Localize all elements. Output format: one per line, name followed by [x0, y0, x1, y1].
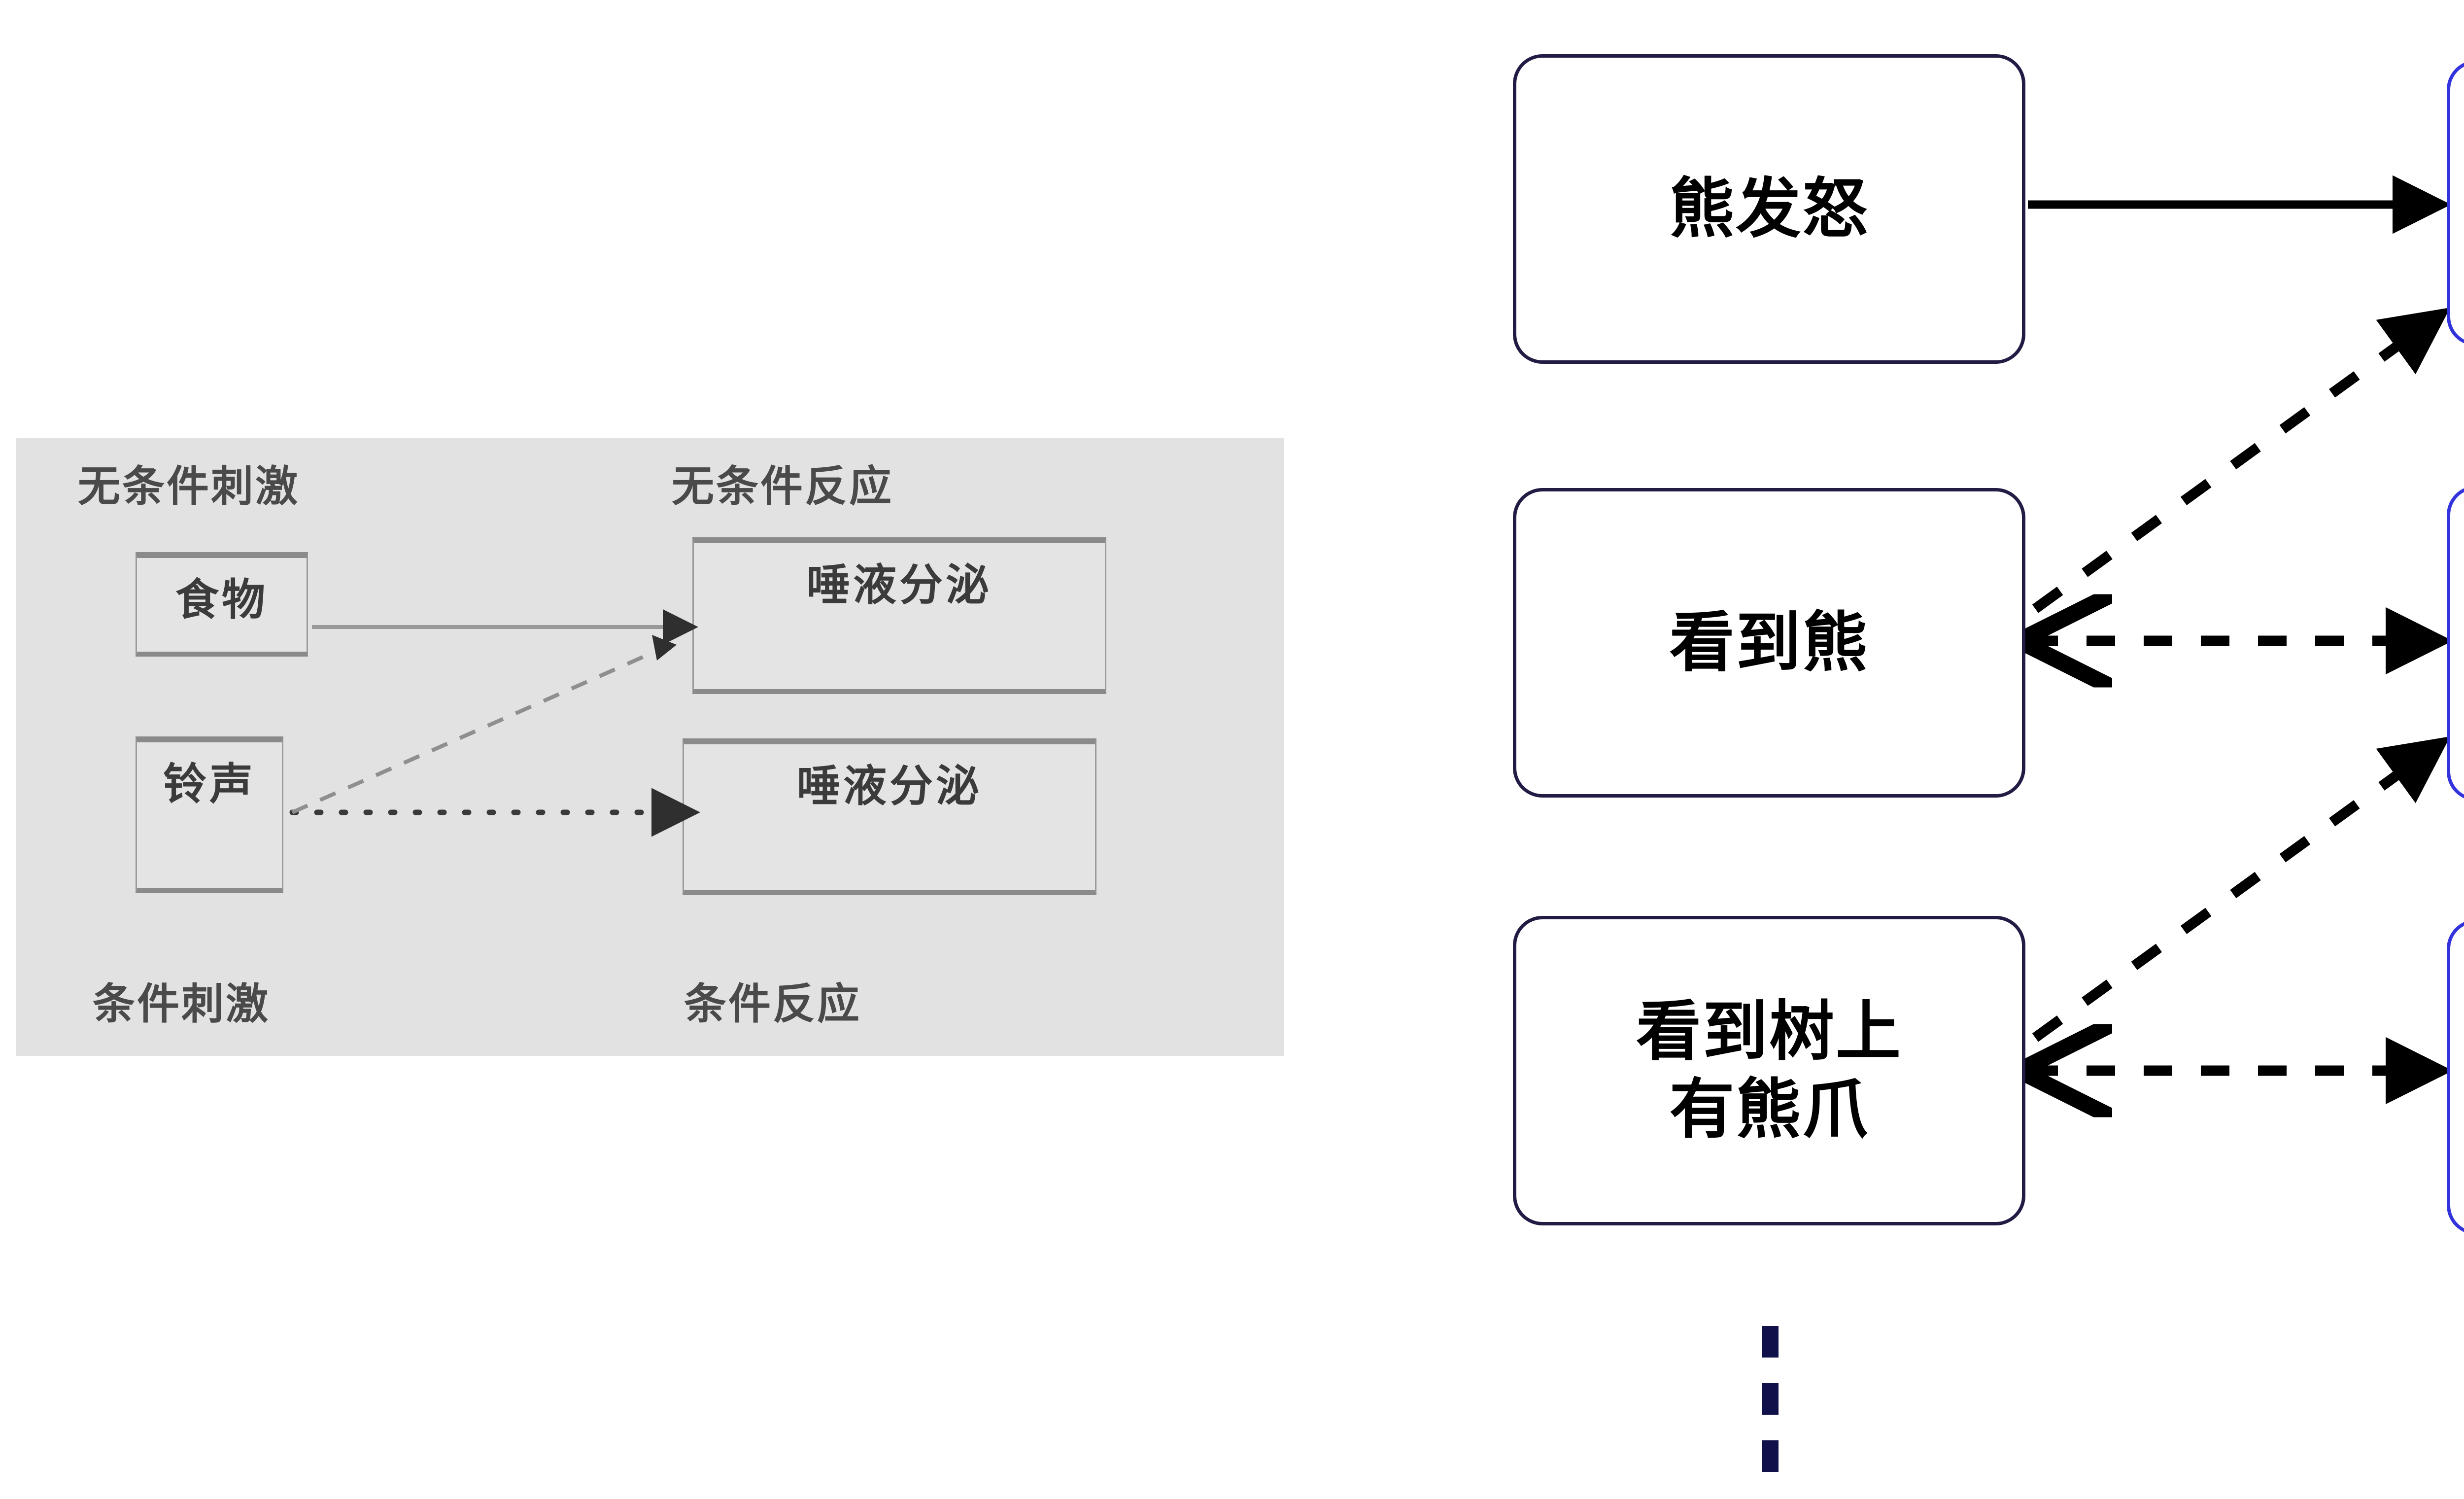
box-value-s-prime: V(s′): [2447, 486, 2464, 801]
box-see-bear-claw-line1: 看到树上: [1636, 995, 1902, 1068]
box-value-s: V(s): [2447, 919, 2464, 1235]
box-food-label: 食物: [175, 575, 268, 624]
box-see-bear-claw-line2: 有熊爪: [1669, 1073, 1869, 1146]
arrow-bell-diagonal: [291, 648, 660, 814]
ellipsis-dot: [1762, 1326, 1779, 1358]
label-unconditioned-response: 无条件反应: [672, 463, 893, 510]
box-bear-angry: 熊发怒: [1513, 54, 2025, 364]
box-salivation-top-label: 唾液分泌: [806, 560, 992, 609]
pavlov-connectors: [289, 609, 700, 837]
box-salivation-bottom: 唾液分泌: [683, 738, 1096, 895]
classical-conditioning-panel: 无条件刺激 无条件反应 条件刺激 条件反应 食物 铃声 唾液分泌 唾液分泌: [16, 438, 1284, 1056]
arrow-claw-to-vsprime: [2032, 736, 2451, 1042]
box-bear-angry-label: 熊发怒: [1669, 172, 1869, 245]
box-salivation-bottom-label: 唾液分泌: [796, 762, 982, 810]
box-see-bear-claw: 看到树上 有熊爪: [1513, 916, 2025, 1225]
arrow-see-to-reward: [2032, 307, 2451, 613]
box-reward: 奖励: [2447, 60, 2464, 346]
box-see-bear-claw-label: 看到树上 有熊爪: [1636, 993, 1902, 1149]
box-bell-label: 铃声: [163, 760, 256, 808]
label-unconditioned-stimulus: 无条件刺激: [78, 463, 300, 510]
box-food: 食物: [136, 552, 308, 657]
label-conditioned-stimulus: 条件刺激: [93, 980, 270, 1028]
arrowhead-bell-diagonal: [652, 635, 677, 661]
label-conditioned-response: 条件反应: [684, 980, 861, 1028]
ellipsis-dot: [1762, 1383, 1779, 1415]
ellipsis-left-column: [1762, 1326, 1779, 1472]
box-see-bear-label: 看到熊: [1669, 606, 1869, 679]
box-bell: 铃声: [136, 736, 283, 893]
box-see-bear: 看到熊: [1513, 488, 2025, 798]
ellipsis-dot: [1762, 1440, 1779, 1472]
